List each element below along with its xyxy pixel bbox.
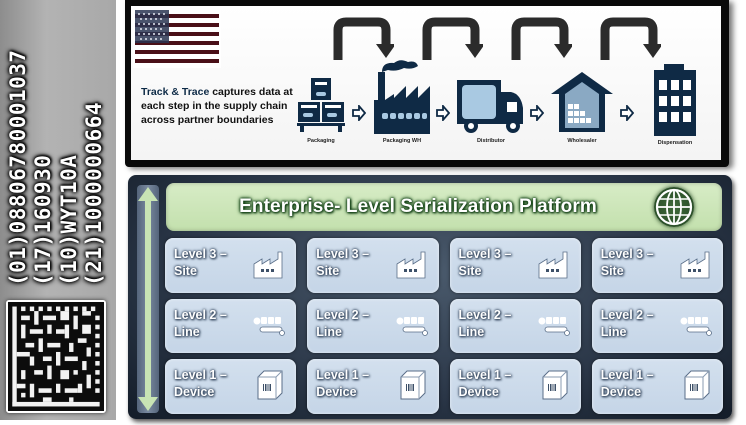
flow-arrow-icon [436,105,450,121]
level-name: Line [316,324,342,339]
track-trace-highlight: Track & Trace [141,86,210,98]
serialization-platform-panel: Enterprise- Level Serialization Platform… [128,175,732,419]
level-1-device-card: Level 1 – Device [591,359,723,414]
step-packaging-wh: Packaging WH [367,58,437,144]
conveyor-line-icon [252,309,286,341]
level-title: Level 1 – [174,368,227,383]
level-title: Level 3 – [600,247,654,261]
expiry-line: (17)160930 [31,154,56,286]
level-name: Line [174,324,200,339]
factory-icon [679,248,713,280]
barcode-label-strip: (01)08806780001037 (17)160930 (10)WYT10A… [0,0,116,420]
level-title: Level 1 – [316,368,370,383]
level-name: Site [458,264,482,278]
level-title: Level 2 – [458,307,512,322]
level-name: Line [600,324,627,339]
factory-icon [395,248,429,280]
step-distributor: Distributor [451,78,531,144]
level-2-line-card: Level 2 – Line [591,298,723,354]
level-3-site-card: Level 3 – Site [591,238,723,293]
level-1-device-card: Level 1 – Device [307,359,439,414]
level-name: Device [458,385,499,400]
step-label: Wholesaler [567,138,597,144]
level-title: Level 1 – [600,368,654,383]
level-title: Level 1 – [458,368,512,383]
loop-arrow-icon [511,17,572,60]
step-packaging: Packaging [291,76,351,144]
level-title: Level 3 – [316,247,370,261]
loop-arrow-icon [333,17,394,60]
level-2-line-card: Level 2 – Line [307,298,439,354]
level-name: Device [316,385,357,400]
level-title: Level 2 – [316,307,370,322]
step-label: Distributor [476,138,506,144]
flow-arrow-icon [352,105,366,121]
device-box-icon [395,369,429,401]
step-dispensation: Dispensation [635,62,715,146]
bidirectional-arrow-icon [137,185,159,413]
loop-arrow-icon [600,17,661,60]
level-3-site-card: Level 3 – Site [307,238,439,293]
warehouse-icon [551,72,613,132]
factory-icon [374,60,430,134]
lot-line: (10)WYT10A [56,154,81,286]
level-title: Level 2 – [600,307,654,322]
serial-line: (21)1000000664 [81,101,106,286]
level-2-line-card: Level 2 – Line [449,298,581,354]
step-wholesaler: Wholesaler [544,70,620,144]
level-3-site-card: Level 3 – Site [449,238,581,293]
step-label: Dispensation [657,140,693,146]
level-title: Level 3 – [458,247,512,261]
level-1-device-card: Level 1 – Device [449,359,581,414]
platform-header: Enterprise- Level Serialization Platform [166,183,722,231]
level-name: Site [600,264,624,278]
track-and-trace-panel: Track & Trace captures data at each step… [125,0,729,167]
flow-arrow-icon [620,105,634,121]
step-label: Packaging [307,138,335,144]
level-title: Level 3 – [174,247,227,261]
level-2-line-card: Level 2 – Line [165,298,297,354]
platform-title: Enterprise- Level Serialization Platform [239,196,597,217]
truck-icon [457,80,523,133]
conveyor-line-icon [679,309,713,341]
supply-chain-canvas: Track & Trace captures data at each step… [131,6,721,160]
factory-icon [252,248,286,280]
device-box-icon [537,369,571,401]
gtin-line: (01)08806780001037 [6,49,30,286]
level-1-device-card: Level 1 – Device [165,359,297,414]
level-3-site-card: Level 3 – Site [165,238,297,293]
level-name: Device [600,385,642,400]
us-flag-icon [133,8,221,68]
level-name: Device [174,385,215,400]
globe-icon [654,187,694,227]
factory-icon [537,248,571,280]
data-matrix-barcode-icon [6,300,106,413]
packaging-boxes-icon [297,78,345,132]
level-grid: Level 3 – Site Level 3 – Site Level 3 – Sit… [165,238,723,414]
step-label: Packaging WH [382,138,422,144]
level-name: Site [316,264,340,278]
device-box-icon [252,369,286,401]
track-trace-description: Track & Trace captures data at each step… [141,85,299,127]
loop-arrow-icon [422,17,483,60]
level-title: Level 2 – [174,307,227,322]
conveyor-line-icon [537,309,571,341]
track-trace-description-rest: captures data at each step in the supply… [141,86,293,126]
level-name: Line [458,324,485,339]
barcode-human-readable-text: (01)08806780001037 (17)160930 (10)WYT10A… [6,0,106,286]
level-name: Site [174,264,197,278]
building-icon [654,64,696,136]
flow-arrow-icon [530,105,544,121]
conveyor-line-icon [395,309,429,341]
device-box-icon [679,369,713,401]
